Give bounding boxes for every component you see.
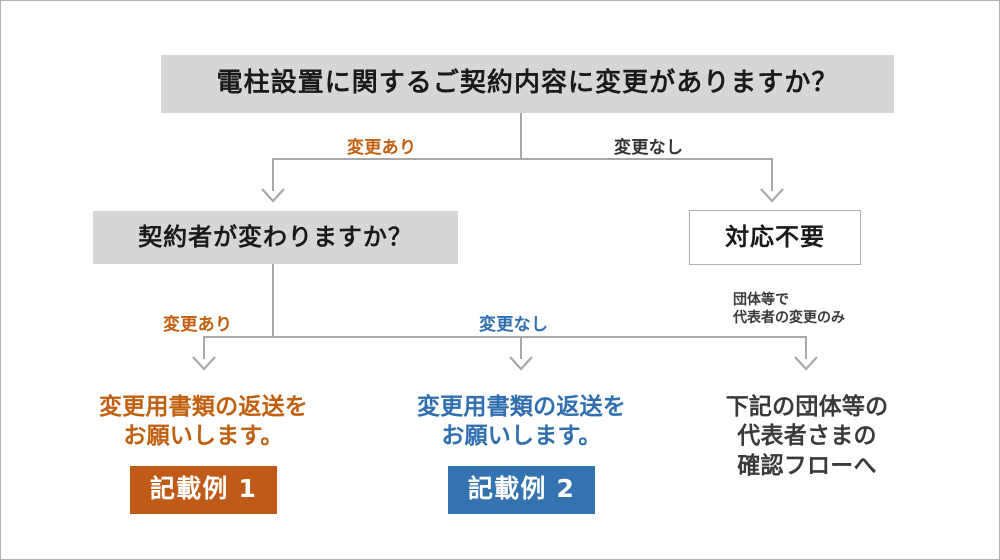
edge-label-second-right: 団体等で 代表者の変更のみ (733, 292, 845, 327)
result-2-line-2: お願いします。 (441, 423, 602, 450)
connector-second-right-down (805, 336, 807, 359)
node-root-question: 電柱設置に関するご契約内容に変更がありますか？ (161, 55, 894, 113)
result-3-line-1: 下記の団体等の (725, 394, 889, 420)
connector-second-middle-down (520, 336, 522, 359)
node-contractor-question: 契約者が変わりますか？ (93, 211, 458, 264)
edge-label-second-middle: 変更なし (479, 315, 549, 335)
result-1-line-2: お願いします。 (123, 423, 284, 450)
result-change-documents-orange: 変更用書類の返送を お願いします。 記載例 1 (61, 393, 346, 514)
result-3-line-3: 確認フローへ (737, 452, 877, 479)
connector-second-left-down (203, 336, 205, 359)
result-representative-flow: 下記の団体等の 代表者さまの 確認フローへ (691, 393, 923, 481)
connector-root-bar (272, 158, 772, 160)
arrowhead-second-right (793, 355, 819, 371)
result-change-documents-blue: 変更用書類の返送を お願いします。 記載例 2 (379, 393, 664, 514)
connector-root-right-down (771, 158, 773, 191)
connector-root-left-down (272, 158, 274, 191)
edge-label-root-left: 変更あり (347, 138, 417, 158)
connector-root-stem (520, 113, 522, 159)
arrowhead-second-left (191, 355, 217, 371)
result-3-line-2: 代表者さまの (737, 423, 877, 450)
edge-label-second-left: 変更あり (163, 315, 233, 335)
edge-label-root-right: 変更なし (614, 138, 684, 158)
badge-example-1[interactable]: 記載例 1 (129, 465, 278, 514)
badge-example-2[interactable]: 記載例 2 (447, 465, 596, 514)
edge-label-second-right-line2: 代表者の変更のみ (733, 309, 845, 326)
arrowhead-second-middle (508, 355, 534, 371)
connector-contractor-stem (272, 264, 274, 337)
node-no-action-required: 対応不要 (689, 210, 861, 265)
arrowhead-root-right (759, 187, 785, 203)
arrowhead-root-left (260, 187, 286, 203)
connector-second-bar (203, 336, 807, 338)
edge-label-second-right-line1: 団体等で (733, 292, 789, 308)
result-2-line-1: 変更用書類の返送を (416, 394, 627, 420)
result-1-line-1: 変更用書類の返送を (98, 394, 309, 420)
